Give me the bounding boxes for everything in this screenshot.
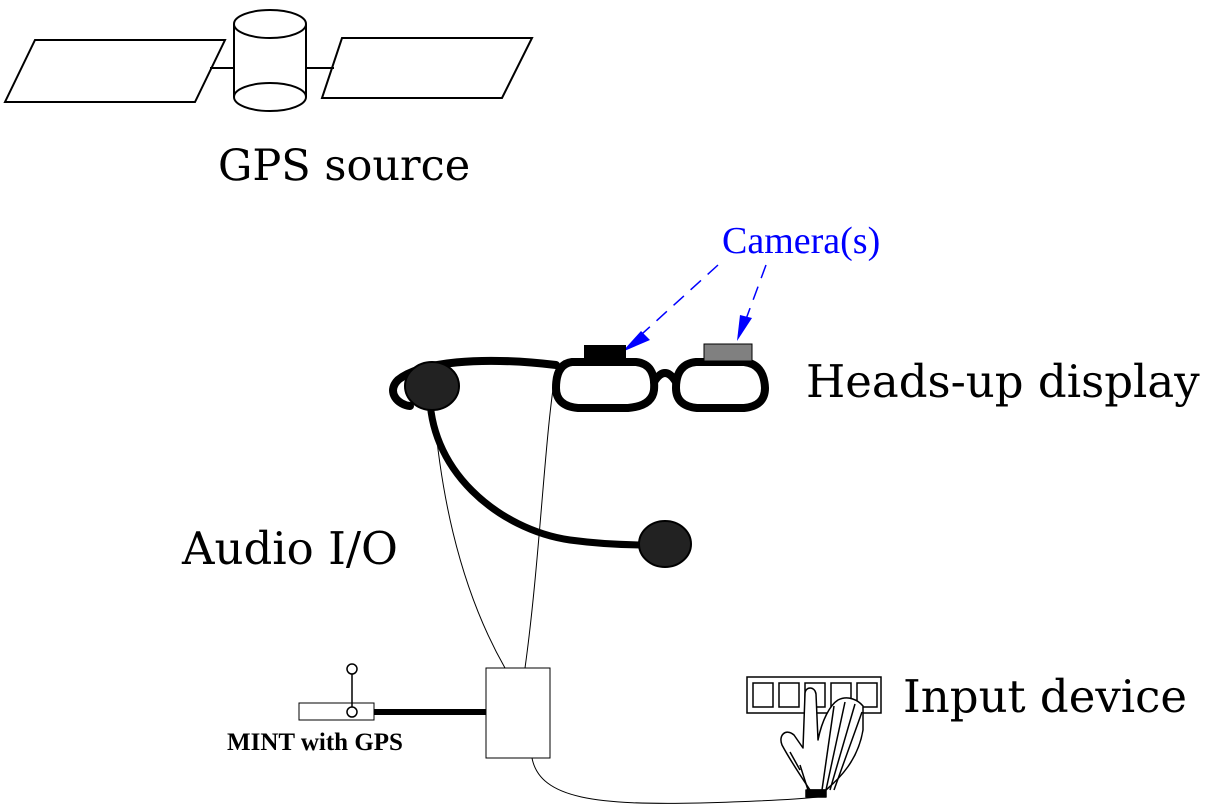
cables	[433, 369, 819, 804]
glasses-bridge	[650, 369, 680, 386]
satellite-right-panel	[320, 37, 534, 99]
camera-dark	[584, 345, 626, 361]
headset-boom	[426, 381, 652, 549]
glasses-right-lens	[672, 358, 769, 412]
arrowhead-right	[737, 315, 752, 341]
mint-with-gps-label: MINT with GPS	[227, 729, 403, 756]
satellite-body	[233, 24, 307, 112]
headset-icon	[404, 361, 692, 568]
earpiece	[404, 361, 460, 411]
cable-headset	[433, 411, 506, 669]
microphone	[638, 520, 692, 568]
antenna-icon	[346, 663, 358, 718]
cameras-label: Camera(s)	[722, 220, 880, 262]
audio-io-label: Audio I/O	[181, 522, 398, 575]
cable-display	[524, 369, 557, 669]
arrowhead-left	[622, 331, 650, 352]
computer-box	[485, 667, 551, 759]
glove-cuff	[805, 789, 827, 798]
satellite-left-panel	[3, 39, 227, 103]
glasses-left-lens	[552, 358, 659, 412]
mint-box	[298, 702, 375, 721]
satellite-icon	[3, 9, 534, 112]
camera-pointer-arrows	[622, 264, 767, 352]
heads-up-display-label: Heads-up display	[806, 355, 1200, 408]
cable-input	[531, 757, 819, 804]
hand-icon	[780, 687, 864, 798]
hand-palm	[780, 687, 864, 791]
camera-gray	[703, 343, 753, 362]
mint-device	[298, 663, 486, 721]
gps-source-label: GPS source	[218, 141, 470, 191]
input-device-label: Input device	[903, 670, 1187, 723]
